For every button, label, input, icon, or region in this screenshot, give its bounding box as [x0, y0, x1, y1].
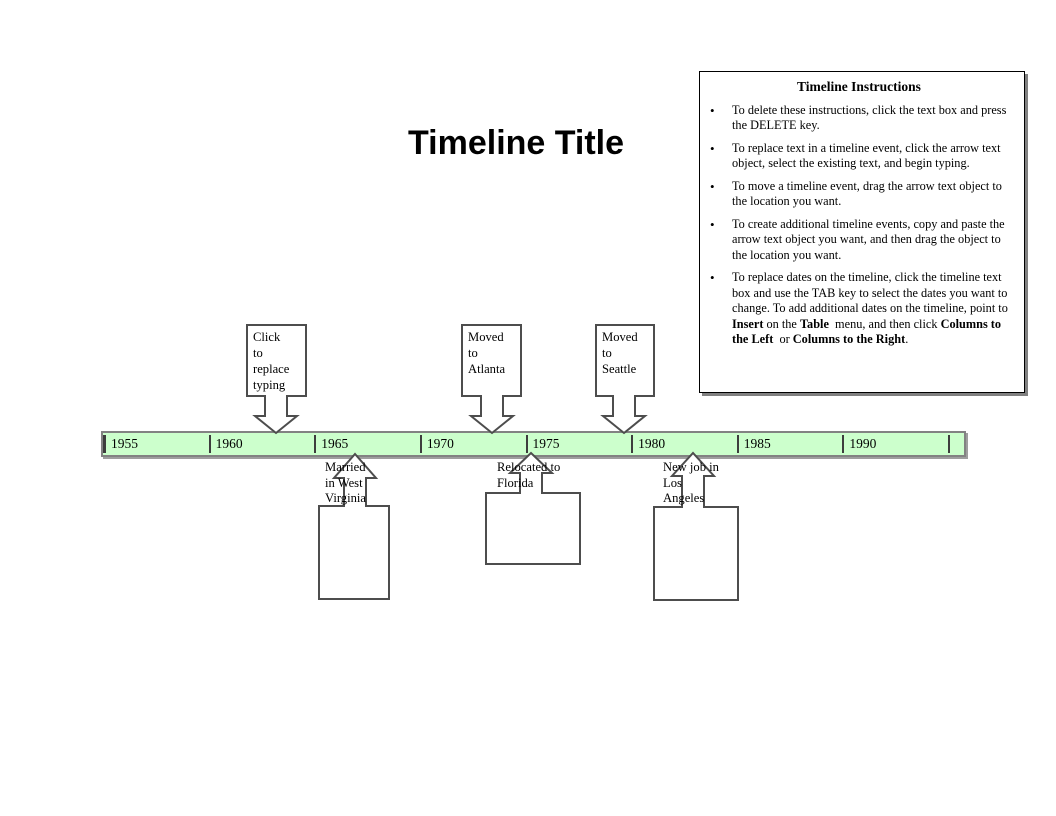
instructions-heading: Timeline Instructions — [797, 79, 921, 94]
bullet-icon: • — [710, 216, 715, 232]
timeline-year-label: 1985 — [743, 436, 771, 451]
timeline-tick-icon — [631, 435, 634, 453]
timeline-year-cell[interactable]: 1990 — [842, 433, 948, 455]
timeline-year-cell[interactable]: 1975 — [525, 433, 632, 455]
timeline-year-cell[interactable]: 1955 — [103, 433, 209, 455]
instruction-text: To create additional timeline events, co… — [732, 216, 1008, 262]
instruction-text: To move a timeline event, drag the arrow… — [732, 178, 1005, 209]
timeline-tick-icon — [948, 435, 950, 453]
instruction-text: To delete these instructions, click the … — [732, 102, 1010, 133]
down-arrow-icon[interactable] — [468, 395, 516, 435]
bullet-icon: • — [710, 102, 715, 118]
bullet-icon: • — [710, 270, 715, 285]
up-arrow-icon[interactable] — [507, 451, 555, 494]
timeline-year-cell[interactable]: 1980 — [631, 433, 737, 455]
up-arrow-icon[interactable] — [669, 451, 717, 508]
timeline-tick-icon — [419, 435, 422, 453]
timeline-year-cell[interactable]: 1985 — [736, 433, 843, 455]
callout-label: Moved to Seattle — [602, 330, 638, 376]
down-arrow-icon[interactable] — [252, 395, 300, 435]
instruction-item: • To move a timeline event, drag the arro… — [710, 179, 1008, 210]
down-arrow-icon[interactable] — [600, 395, 648, 435]
timeline-year-label: 1980 — [638, 436, 666, 451]
timeline-year-cell[interactable]: 1970 — [419, 433, 526, 455]
timeline-year-label: 1990 — [849, 436, 877, 451]
event-label-relocated[interactable]: Relocated to Florida — [497, 460, 561, 490]
instructions-list: • To delete these instructions, click the… — [710, 103, 1008, 348]
timeline-year-label: 1975 — [532, 436, 560, 451]
instruction-text: To replace text in a timeline event, cli… — [732, 140, 1004, 171]
timeline-tick-icon — [525, 435, 528, 453]
timeline-year-label: 1965 — [321, 436, 349, 451]
timeline-year-label: 1970 — [426, 436, 454, 451]
event-box-married[interactable] — [318, 505, 390, 600]
callout-moved-to-seattle[interactable]: Moved to Seattle — [595, 324, 655, 397]
timeline-bar[interactable]: 1955 1960 1965 1970 1975 1980 1985 1990 — [101, 431, 966, 457]
event-box-relocated[interactable] — [485, 492, 581, 565]
bullet-icon: • — [710, 140, 715, 156]
timeline-tick-icon — [208, 435, 211, 453]
timeline-tick-icon — [103, 435, 106, 453]
callout-moved-to-atlanta[interactable]: Moved to Atlanta — [461, 324, 522, 397]
timeline-year-cell[interactable]: 1960 — [208, 433, 315, 455]
instruction-item: • To delete these instructions, click the… — [710, 103, 1008, 134]
event-box-new-job[interactable] — [653, 506, 739, 601]
timeline-year-cell[interactable]: 1965 — [314, 433, 420, 455]
timeline-tick-icon — [842, 435, 845, 453]
bullet-icon: • — [710, 178, 715, 194]
up-arrow-icon[interactable] — [331, 452, 379, 507]
timeline-year-label: 1960 — [215, 436, 243, 451]
page-title[interactable]: Timeline Title — [408, 124, 625, 162]
instruction-item: • To create additional timeline events, c… — [710, 217, 1008, 264]
timeline-year-label: 1955 — [111, 436, 138, 451]
instruction-item: • To replace dates on the timeline, click… — [710, 270, 1008, 348]
instruction-text: To replace dates on the timeline, click … — [732, 270, 1011, 346]
callout-label: Click to replace typing — [253, 330, 290, 392]
timeline-end-cell — [948, 433, 964, 455]
instructions-box[interactable]: Timeline Instructions • To delete these i… — [699, 71, 1025, 393]
timeline-tick-icon — [314, 435, 317, 453]
callout-click-to-replace[interactable]: Click to replace typing — [246, 324, 307, 397]
instruction-item: • To replace text in a timeline event, cl… — [710, 141, 1008, 172]
timeline-tick-icon — [736, 435, 739, 453]
callout-label: Moved to Atlanta — [468, 330, 506, 376]
event-label-new-job[interactable]: New job in Los Angeles — [663, 460, 719, 505]
event-label-married[interactable]: Married in West Virginia — [325, 460, 366, 505]
